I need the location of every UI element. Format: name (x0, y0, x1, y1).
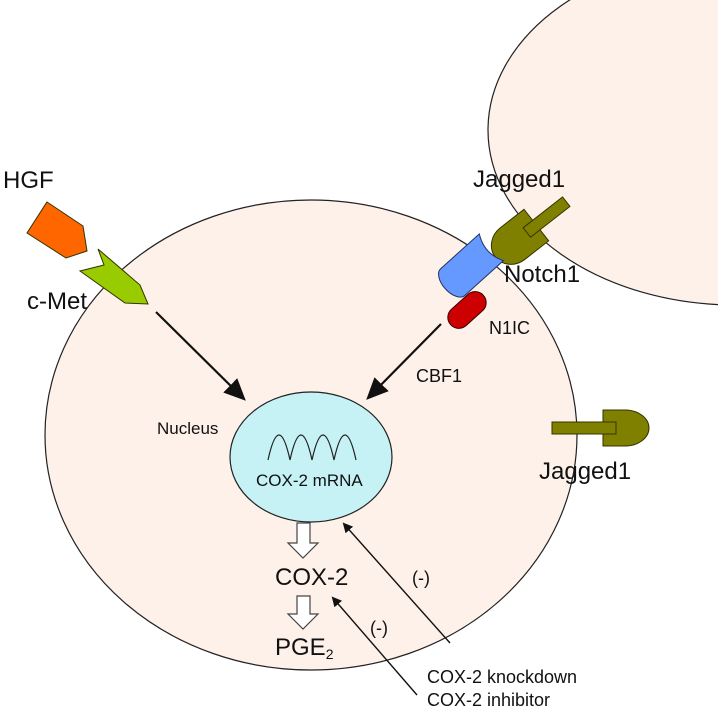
inhibit-cox2-label: (-) (370, 618, 388, 638)
cmet-receptor-shape (78, 248, 149, 305)
cox2-inhibitor-label: COX-2 inhibitor (427, 690, 550, 710)
notch1-receptor-shape (438, 232, 505, 298)
cbf1-label: CBF1 (416, 366, 462, 386)
mrna-wave-icon (267, 434, 357, 461)
cox2-label: COX-2 (275, 564, 348, 591)
notch1-label: Notch1 (504, 261, 580, 288)
cox2-mrna-label: COX-2 mRNA (256, 471, 363, 490)
cmet-label: c-Met (27, 288, 87, 315)
neighbor-cell (487, 0, 718, 306)
inhibitor-inhibition-arrow (331, 596, 418, 696)
n1ic-label: N1IC (489, 318, 530, 338)
jagged1-cell-shape (551, 409, 650, 447)
cox2-knockdown-label: COX-2 knockdown (427, 667, 577, 687)
hgf-ligand-shape (26, 201, 88, 259)
pge2-label: PGE2 (275, 634, 334, 662)
knockdown-inhibition-arrow (342, 522, 451, 644)
jagged1-top-label: Jagged1 (473, 166, 565, 193)
n1ic-shape (447, 291, 487, 329)
jagged1-neighbor-shape (490, 196, 571, 265)
synthesis-hollow-arrow (286, 595, 320, 630)
inhibit-mrna-label: (-) (412, 568, 430, 588)
jagged1-right-label: Jagged1 (539, 458, 631, 485)
n1ic-to-nucleus-arrow (366, 323, 442, 400)
hgf-label: HGF (3, 167, 54, 194)
translation-hollow-arrow (286, 522, 320, 559)
cmet-to-nucleus-arrow (155, 311, 246, 401)
nucleus-label: Nucleus (157, 419, 218, 438)
